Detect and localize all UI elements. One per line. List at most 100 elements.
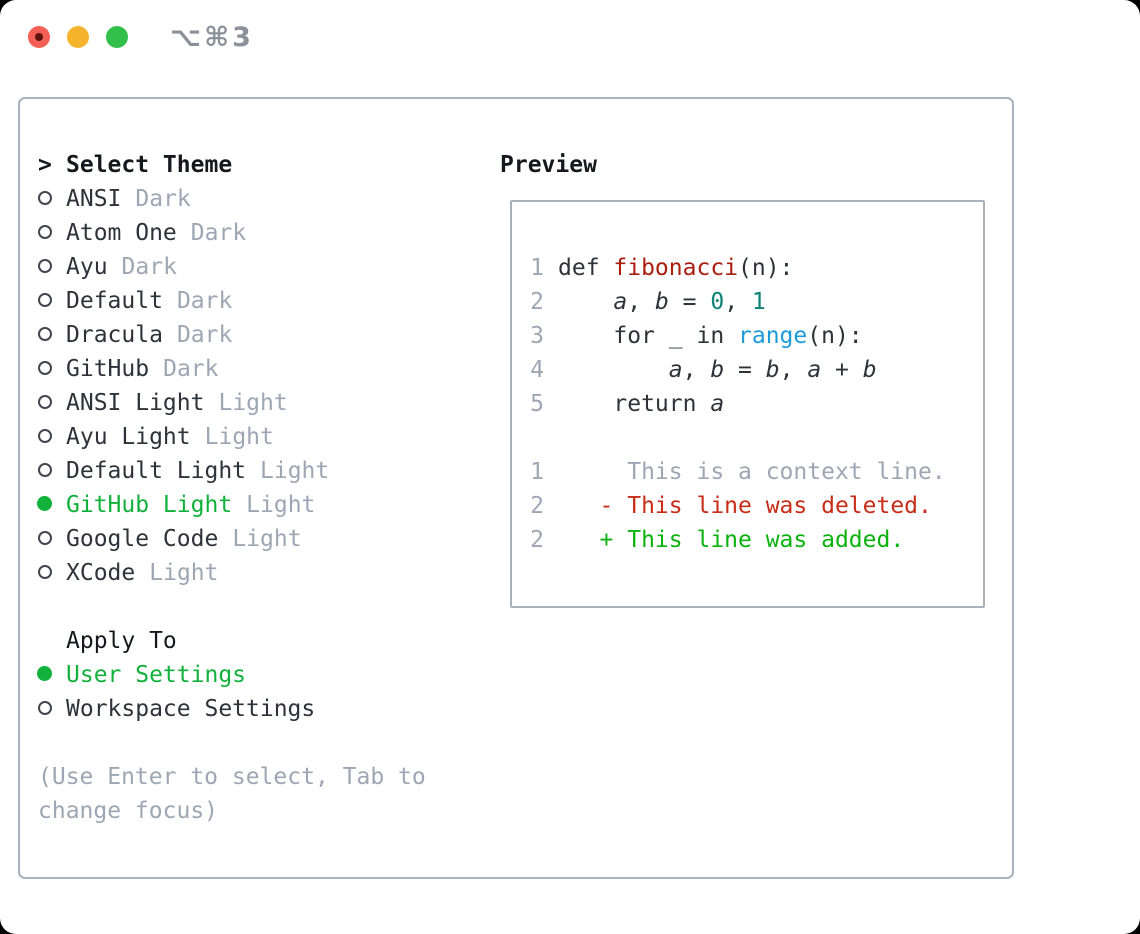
theme-option-default[interactable]: Default Dark [38,284,426,318]
spacer [38,726,426,760]
hint-line-2: change focus) [38,798,219,824]
theme-option-ansi-light[interactable]: ANSI Light Light [38,386,426,420]
radio-icon [38,564,52,579]
line-number: 1 [530,255,544,281]
close-button[interactable] [28,26,50,48]
preview-column: Preview [500,148,597,182]
code-segment-number: 0 [710,289,725,315]
apply-option-workspace-settings[interactable]: Workspace Settings [38,692,426,726]
theme-variant-tag: Dark [135,186,191,212]
code-segment-code: = [724,357,766,383]
line-number: 1 [530,459,544,485]
select-theme-header-row: >Select Theme [38,148,426,182]
apply-to-header: Apply To [66,628,177,654]
zoom-button[interactable] [106,26,128,48]
code-segment-number: 1 [751,289,766,315]
theme-name: Ayu [66,254,108,280]
line-number: 2 [530,289,544,315]
marker [38,284,66,318]
radio-icon [38,462,52,477]
code-segment-code [558,289,613,315]
code-segment-variable: a [668,357,683,383]
code-segment-variable: b [654,289,669,315]
marker [38,386,66,420]
theme-name: Default Light [66,458,247,484]
theme-name: ANSI [66,186,122,212]
preview-header: Preview [500,152,597,178]
theme-variant-tag: Dark [190,220,247,246]
theme-name: Default [66,288,163,314]
theme-option-dracula[interactable]: Dracula Dark [38,318,426,352]
code-line: 2 a, b = 0, 1 [530,285,983,319]
marker [38,250,66,284]
code-text: a, b = 0, 1 [558,289,766,315]
selected-radio-icon [37,666,52,681]
code-segment-code [558,357,669,383]
theme-name: ANSI Light [66,390,205,416]
radio-icon [38,700,52,715]
marker [38,318,66,352]
code-line: 2 + This line was added. [530,523,983,557]
code-segment-added: + This line was added. [558,527,905,553]
code-line: 3 for _ in range(n): [530,319,983,353]
theme-name: GitHub Light [66,492,233,518]
apply-option-user-settings[interactable]: User Settings [37,658,426,692]
titlebar: ⌥⌘3 [28,22,254,53]
theme-variant-tag: Light [218,390,288,416]
minimize-button[interactable] [67,26,89,48]
code-segment-code: return [558,391,711,417]
code-line: 1 def fibonacci(n): [530,251,983,285]
marker [38,216,66,250]
selected-radio-icon [37,496,52,511]
code-segment-variable: b [765,357,780,383]
radio-icon [38,258,52,273]
close-button-dot-icon [35,33,43,41]
code-segment-code: = [668,289,711,315]
code-segment-code: (n): [738,255,794,281]
code-segment-builtin: range [738,323,808,349]
code-text: def fibonacci(n): [558,255,793,281]
code-segment-code: (n): [807,323,863,349]
theme-name: Google Code [66,526,219,552]
radio-icon [38,394,52,409]
radio-icon [38,224,52,239]
theme-name: Dracula [66,322,163,348]
code-segment-deleted: - This line was deleted. [558,493,932,519]
theme-variant-tag: Light [149,560,219,586]
marker [38,182,66,216]
code-segment-code: + [821,357,863,383]
code-text: a, b = b, a + b [558,357,877,383]
radio-icon [38,190,52,205]
code-text: This is a context line. [558,459,946,485]
window-title: ⌥⌘3 [170,21,254,53]
theme-option-ansi[interactable]: ANSI Dark [38,182,426,216]
hint-line-1: (Use Enter to select, Tab to [38,764,426,790]
radio-icon [38,326,52,341]
code-line: 2 - This line was deleted. [530,489,983,523]
code-line: 5 return a [530,387,983,421]
line-number: 2 [530,527,544,553]
apply-to-header-row: Apply To [38,624,426,658]
code-segment-variable: a [613,289,628,315]
theme-variant-tag: Dark [163,356,219,382]
radio-icon [38,292,52,307]
code-segment-variable: a [807,357,822,383]
theme-variant-tag: Dark [176,322,233,348]
radio-icon [38,428,52,443]
theme-variant-tag: Dark [176,288,233,314]
marker [38,454,66,488]
